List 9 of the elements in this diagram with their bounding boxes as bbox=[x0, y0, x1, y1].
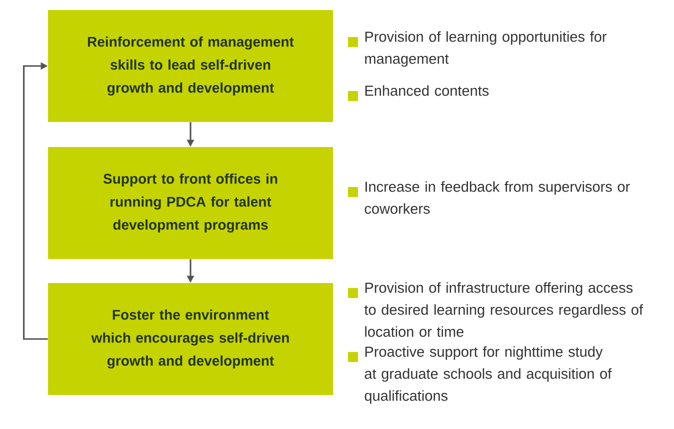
bullet-item: Proactive support for nighttime study at graduate schools and acquisition of qualifications bbox=[348, 346, 612, 404]
process-box: Foster the environment which encourages self-driven growth and development bbox=[48, 283, 333, 395]
arrow bbox=[23, 62, 48, 340]
process-box: Reinforcement of management skills to lead self-driven growth and development bbox=[48, 10, 333, 122]
bullet-item: Provision of infrastructure offering access to desired learning resources regardless of location or time bbox=[348, 282, 644, 337]
bullet-item: Increase in feedback from supervisors or coworkers bbox=[348, 181, 630, 214]
bullet-item: Provision of learning opportunities for management bbox=[348, 31, 607, 67]
bullet-item: Enhanced contents bbox=[348, 85, 489, 101]
process-box: Support to front offices in running PDCA for talent development programs bbox=[48, 147, 333, 259]
